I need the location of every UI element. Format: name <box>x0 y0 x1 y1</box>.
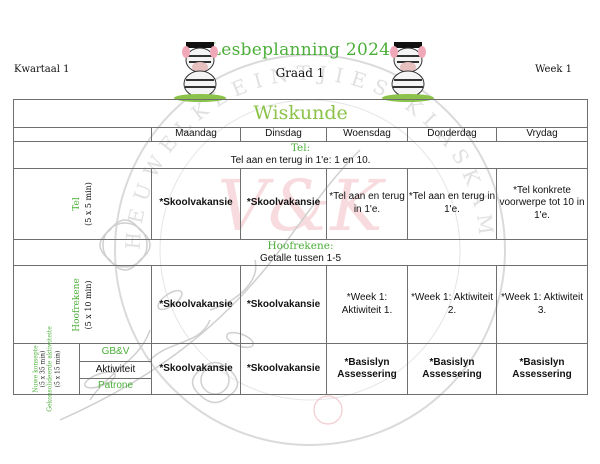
tel-sublabel: (5 x 5 min) <box>83 181 93 226</box>
tel-cell-mon: *Skoolvakansie <box>151 167 241 240</box>
day-header-empty <box>13 127 152 142</box>
zebra-right-icon <box>382 42 434 102</box>
hoofrekene-label: Hoofrekene <box>71 277 82 332</box>
grade-label: Graad 1 <box>275 66 325 80</box>
tel-section-header: Tel: Tel aan en terug in 1'e: 1 en 10. <box>12 141 589 169</box>
hoofrekene-cell-tue: *Skoolvakansie <box>240 265 327 345</box>
page-title: Lesbeplanning 2024 <box>209 40 391 60</box>
new-concepts-label: Nuwe konsepte <box>32 345 40 393</box>
bottom-cell-thu: *Basislyn Assessering <box>407 343 497 396</box>
tel-cell-fri: *Tel konkrete voorwerpe tot 10 in 1'e. <box>495 167 589 240</box>
hoofrekene-cell-thu: *Week 1: Aktiwiteit 2. <box>407 265 497 345</box>
consolidated-label: Gekonsolideerde aktiwiteite <box>46 326 54 413</box>
tel-cell-wed: *Tel aan en terug in 1'e. <box>326 167 408 240</box>
bottom-cell-fri: *Basislyn Assessering <box>495 343 589 396</box>
hoofrekene-sublabel: (5 x 10 min) <box>83 280 93 330</box>
subrow-gbv: GB&V <box>79 343 152 362</box>
term-label: Kwartaal 1 <box>14 64 70 75</box>
subject-title: Wiskunde <box>253 101 348 124</box>
bottom-cell-tue: *Skoolvakansie <box>240 343 327 396</box>
new-concepts-sublabel: (5 x 35 min) <box>39 350 47 388</box>
tel-cell-tue: *Skoolvakansie <box>240 167 327 240</box>
tel-label: Tel <box>71 196 82 211</box>
hoofrekene-cell-fri: *Week 1: Aktiwiteit 3. <box>495 265 589 345</box>
tel-section-title: Tel: <box>290 142 311 154</box>
subject-header: Wiskunde <box>12 99 589 128</box>
bottom-cell-mon: *Skoolvakansie <box>151 343 241 396</box>
watermark-seal <box>313 395 343 425</box>
day-header-thu: Donderdag <box>407 127 497 142</box>
day-header-mon: Maandag <box>151 127 241 142</box>
zebra-left-icon <box>174 42 226 102</box>
lesson-plan-table: Wiskunde Maandag Dinsdag Woensdag Donder… <box>12 99 589 412</box>
hoofrekene-section-header: Hoofrekene: Getalle tussen 1-5 <box>12 238 589 267</box>
day-header-wed: Woensdag <box>326 127 408 142</box>
hoofrekene-cell-mon: *Skoolvakansie <box>151 265 241 345</box>
hoofrekene-section-description: Getalle tussen 1-5 <box>259 252 342 264</box>
day-header-fri: Vrydag <box>495 127 589 142</box>
hoofrekene-row-label: Hoofrekene (5 x 10 min) <box>13 265 152 345</box>
bottom-cell-wed: *Basislyn Assessering <box>326 343 408 396</box>
subrow-aktiwiteit: Aktiwiteit <box>79 360 152 379</box>
tel-section-description: Tel aan en terug in 1'e: 1 en 10. <box>230 155 371 167</box>
tel-row-label: Tel (5 x 5 min) <box>13 167 152 240</box>
day-header-tue: Dinsdag <box>240 127 327 142</box>
hoofrekene-cell-wed: *Week 1: Aktiwiteit 1. <box>326 265 408 345</box>
subrow-patrone: Patrone <box>79 377 152 396</box>
bottom-side-label: Nuwe konsepte (5 x 35 min) Gekonsolideer… <box>13 326 80 412</box>
hoofrekene-section-title: Hoofrekene: <box>267 239 334 252</box>
consolidated-sublabel: (5 x 15 min) <box>53 350 61 388</box>
tel-cell-thu: *Tel aan en terug in 1'e. <box>407 167 497 240</box>
week-label: Week 1 <box>535 64 572 75</box>
